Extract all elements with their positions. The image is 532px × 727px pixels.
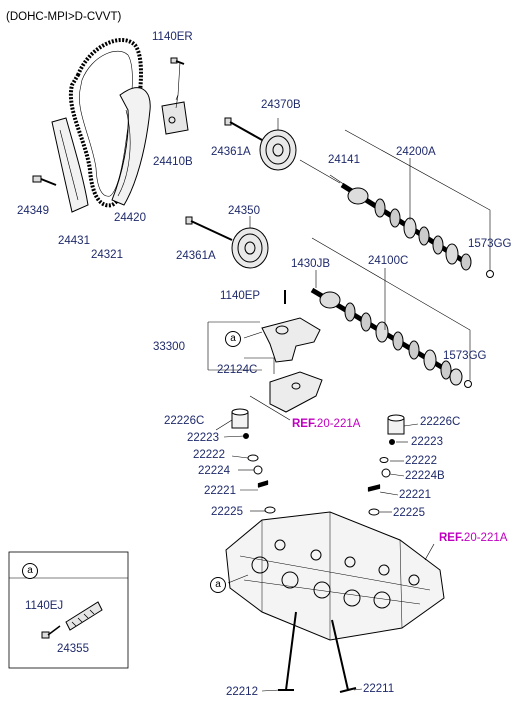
label-24100C: 24100C	[368, 255, 409, 267]
label-1573GG-lower: 1573GG	[443, 350, 487, 362]
check-valve	[65, 601, 103, 631]
label-22222-right: 22222	[405, 455, 437, 467]
diagram-header: (DOHC-MPI>D-CVVT)	[6, 11, 122, 23]
label-22221-right: 22221	[399, 489, 431, 501]
label-24200A: 24200A	[396, 146, 436, 158]
ref-number: 20-221A	[316, 418, 361, 430]
label-22225-right: 22225	[393, 507, 425, 519]
tensioner-arm	[51, 117, 89, 213]
label-24361A-lower: 24361A	[176, 250, 216, 262]
label-1573GG-upper: 1573GG	[468, 238, 512, 250]
label-22212: 22212	[226, 686, 258, 698]
valve-exhaust	[331, 619, 357, 693]
camshaft-upper	[340, 182, 472, 271]
valve-spring-right	[367, 484, 381, 492]
label-22224: 22224	[198, 465, 230, 477]
ref-link-upper[interactable]: REF.20-221A	[292, 418, 360, 431]
label-24431: 24431	[58, 235, 90, 247]
label-24350: 24350	[228, 205, 260, 217]
cylinder-head	[225, 511, 445, 641]
label-22224B: 22224B	[405, 470, 445, 482]
ref-link-lower[interactable]: REF.20-221A	[439, 532, 507, 545]
label-1140EP: 1140EP	[220, 290, 261, 302]
label-24349: 24349	[17, 205, 49, 217]
label-22221-left: 22221	[204, 485, 236, 497]
oil-control-valve	[261, 317, 321, 363]
label-24361A-upper: 24361A	[211, 146, 251, 158]
chain-tensioner	[161, 101, 189, 135]
callout-a-head: a	[210, 577, 226, 593]
label-22222-left: 22222	[193, 449, 225, 461]
label-22225-left: 22225	[211, 506, 243, 518]
label-24370B: 24370B	[261, 99, 301, 111]
camshaft-lower	[310, 287, 463, 386]
ref-bold: REF.	[292, 418, 317, 430]
detail-box-a	[8, 551, 129, 669]
label-24321: 24321	[91, 249, 123, 261]
label-1140EJ: 1140EJ	[25, 600, 64, 612]
timing-chain	[68, 38, 143, 208]
label-24410B: 24410B	[153, 156, 193, 168]
label-22124C: 22124C	[217, 364, 258, 376]
label-22211: 22211	[363, 683, 395, 695]
label-24355: 24355	[57, 643, 89, 655]
label-1140ER: 1140ER	[152, 31, 193, 43]
label-33300: 33300	[153, 341, 185, 353]
label-24141: 24141	[328, 154, 360, 166]
label-22223-right: 22223	[411, 436, 443, 448]
valve-spring-left	[257, 480, 269, 488]
label-1430JB: 1430JB	[291, 258, 331, 270]
label-24420: 24420	[114, 212, 146, 224]
label-22226C-left: 22226C	[164, 415, 205, 427]
callout-a-valve: a	[225, 331, 241, 347]
callout-a-detail: a	[22, 563, 38, 579]
label-22226C-right: 22226C	[420, 416, 461, 428]
valve-intake	[278, 611, 297, 691]
ref-bold: REF.	[439, 532, 464, 544]
chain-guide	[111, 87, 151, 206]
label-22223-left: 22223	[187, 432, 219, 444]
ref-number: 20-221A	[463, 532, 508, 544]
